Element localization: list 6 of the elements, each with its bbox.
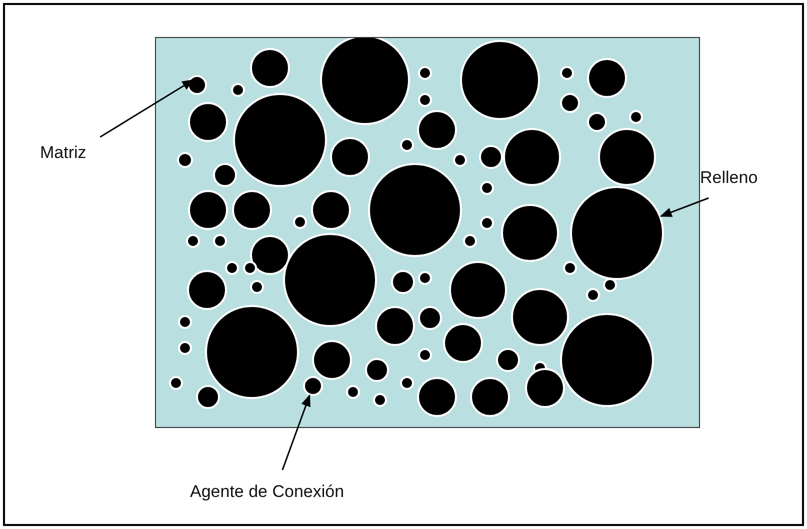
part-label: Relleno (700, 168, 758, 188)
coupling-agent-particle (303, 376, 323, 396)
part-label: Agente de Conexión (190, 482, 344, 502)
leader-line (282, 394, 310, 470)
part-label: Matriz (40, 143, 86, 163)
leader-line (100, 79, 194, 138)
